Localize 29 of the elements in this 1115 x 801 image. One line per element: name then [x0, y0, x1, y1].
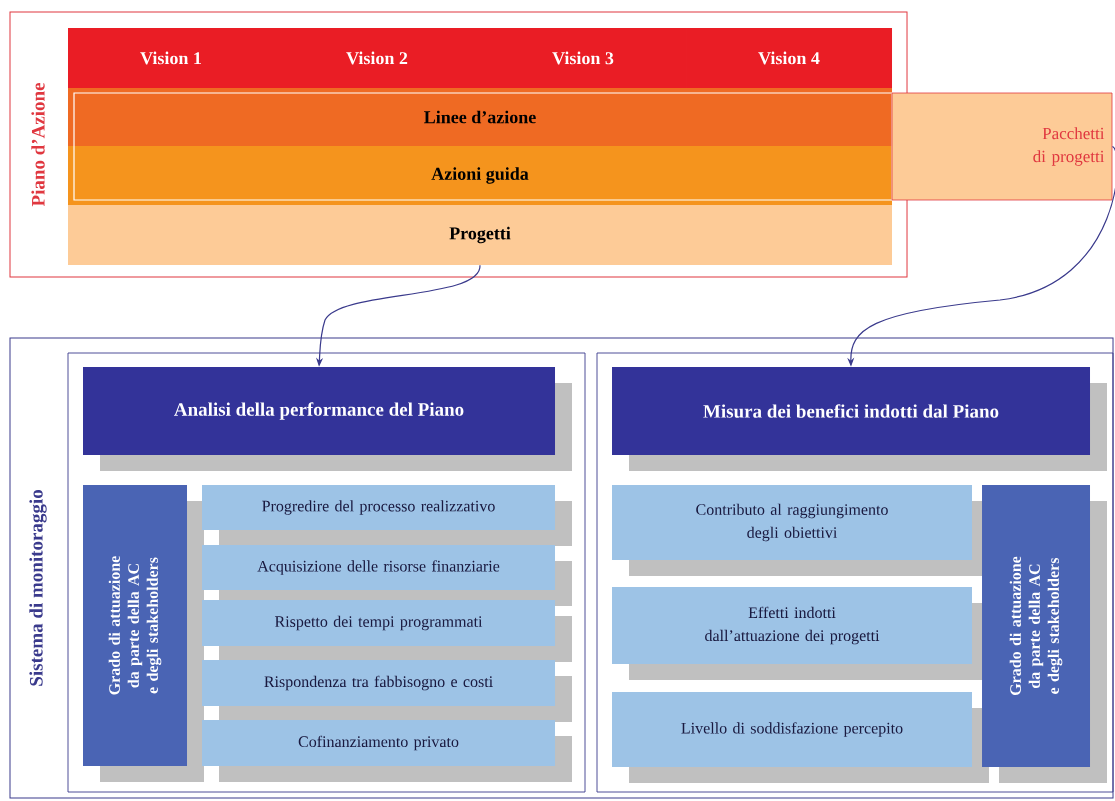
node-label: Vision 1	[140, 51, 201, 65]
band: Linee d’azione	[68, 88, 892, 146]
item-box: Livello di soddisfazione percepito	[612, 692, 989, 783]
header-box: Misura dei benefici indotti dal Piano	[612, 367, 1107, 471]
panel-frame	[596, 352, 1114, 793]
vision-cell: Vision 2	[274, 28, 480, 88]
node-label: Rispetto dei tempi programmati	[274, 615, 483, 631]
item-box: Effetti indotti dall’attuazione dei progetti	[612, 587, 989, 680]
band: Azioni guida	[68, 146, 892, 205]
item-box: Cofinanziamento privato	[202, 720, 572, 782]
package-box: Pacchetti di progetti	[891, 92, 1113, 201]
node-label: Vision 4	[758, 51, 820, 65]
vision-cell: Vision 4	[686, 28, 892, 88]
node-label: Rispondenza tra fabbisogno e costi	[264, 675, 493, 691]
vision-cell: Vision 3	[480, 28, 686, 88]
vision-cell: Vision 1	[68, 28, 274, 88]
item-box: Acquisizione delle risorse finanziarie	[202, 545, 572, 606]
node-label: Vision 3	[552, 51, 614, 65]
item-box: Rispondenza tra fabbisogno e costi	[202, 660, 572, 722]
item-box: Progredire del processo realizzativo	[202, 485, 572, 546]
side-box: Grado di attuazione da parte della AC e degli stakeholders	[83, 485, 204, 782]
panel-frame	[67, 352, 586, 793]
side-box: Grado di attuazione da parte della AC e degli stakeholders	[982, 485, 1107, 783]
node-label: Acquisizione delle risorse finanziarie	[257, 560, 500, 575]
band: Progetti	[68, 205, 892, 265]
node-label: Vision 2	[346, 51, 408, 65]
item-box: Contributo al raggiungimento degli obiettivi	[612, 485, 989, 576]
header-box: Analisi della performance del Piano	[83, 367, 572, 471]
item-box: Rispetto dei tempi programmati	[202, 600, 572, 662]
